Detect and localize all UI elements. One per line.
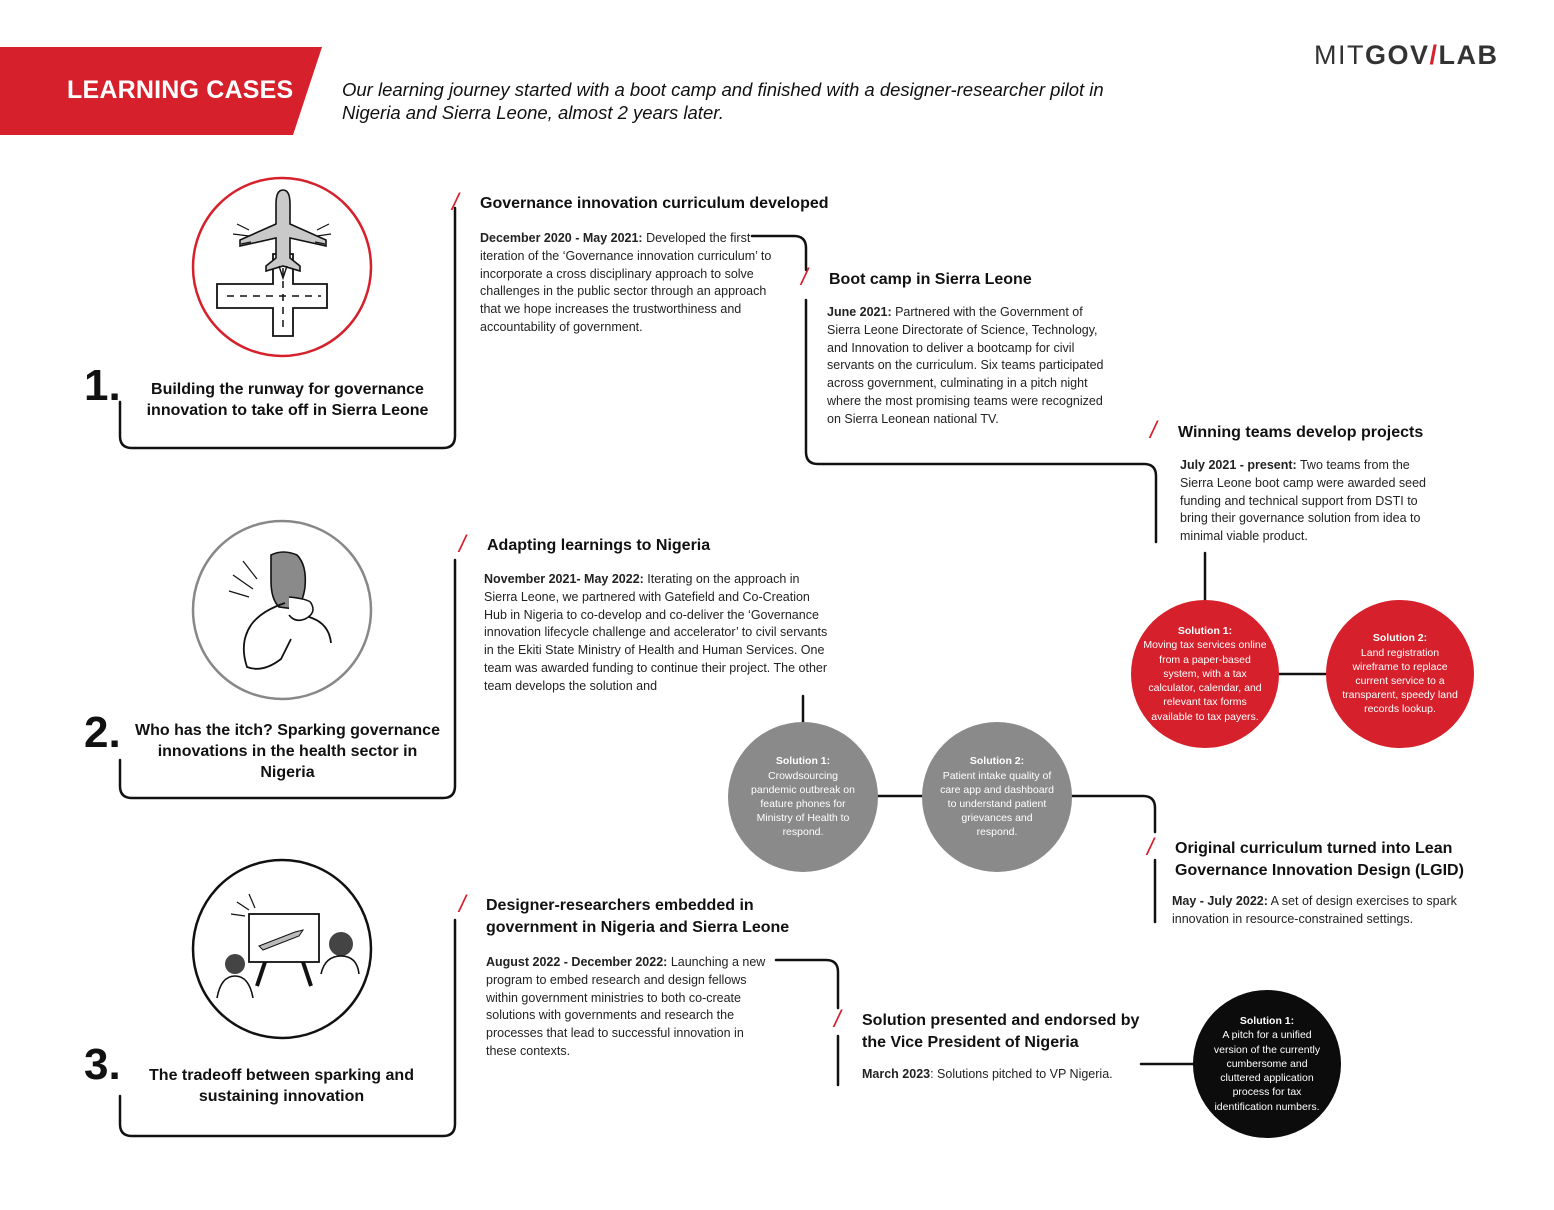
section-body-winning: July 2021 - present: Two teams from the … <box>1180 457 1442 546</box>
section-body-nigeria: November 2021- May 2022: Iterating on th… <box>484 571 834 696</box>
banner-label: LEARNING CASES <box>67 76 294 104</box>
solution-circle: Solution 2:Land registration wireframe t… <box>1326 600 1474 748</box>
section-date: June 2021: <box>827 305 892 319</box>
connector-designers-vp <box>774 958 840 1010</box>
solution-text: Crowdsourcing pandemic outbreak on featu… <box>751 769 855 839</box>
solution-text: Patient intake quality of care app and d… <box>940 769 1054 839</box>
case-title: Who has the itch? Sparking governance in… <box>135 722 440 781</box>
solution-text: A pitch for a unified version of the cur… <box>1213 1029 1321 1113</box>
case-1-bracket <box>118 206 457 450</box>
connector-curriculum-bootcamp <box>750 234 808 272</box>
section-slash-icon: / <box>1147 834 1154 861</box>
solution-text: Land registration wireframe to replace c… <box>1342 646 1458 716</box>
section-title-bootcamp: Boot camp in Sierra Leone <box>829 271 1032 288</box>
case-number: 2. <box>84 708 121 757</box>
case-3-bracket <box>118 918 457 1138</box>
section-date: December 2020 - May 2021: <box>480 231 643 245</box>
section-slash-icon: / <box>459 531 466 558</box>
section-body-lgid: May - July 2022: A set of design exercis… <box>1172 893 1472 929</box>
solution-label: Solution 1: <box>1239 1015 1295 1028</box>
section-text: Partnered with the Government of Sierra … <box>827 305 1104 426</box>
airplane-runway-icon <box>191 176 373 358</box>
solution-label: Solution 1: <box>775 755 831 768</box>
solution-label: Solution 1: <box>1177 625 1233 638</box>
mitgovlab-logo: MITGOV/LAB <box>1314 40 1499 71</box>
section-slash-icon: / <box>452 189 459 216</box>
section-text: : Solutions pitched to VP Nigeria. <box>930 1067 1113 1081</box>
section-title-nigeria: Adapting learnings to Nigeria <box>487 537 711 554</box>
section-text: A set of design exercises to spark innov… <box>1172 894 1457 926</box>
logo-mit: MIT <box>1314 40 1365 70</box>
section-title-curriculum: Governance innovation curriculum develop… <box>480 195 829 212</box>
section-title-vp: Solution presented and endorsed by the V… <box>862 1012 1140 1051</box>
case-title: Building the runway for governance innov… <box>146 381 429 419</box>
section-slash-icon: / <box>834 1006 841 1033</box>
case-number: 3. <box>84 1040 121 1089</box>
logo-gov: GOV <box>1365 40 1430 70</box>
section-body-bootcamp: June 2021: Partnered with the Government… <box>827 304 1110 429</box>
intro-text: Our learning journey started with a boot… <box>342 79 1104 123</box>
presentation-icon <box>191 858 373 1040</box>
logo-lab: LAB <box>1438 40 1499 70</box>
solution-circle: Solution 1:Moving tax services online fr… <box>1131 600 1279 748</box>
section-date: November 2021- May 2022: <box>484 572 644 586</box>
section-slash-icon: / <box>1150 417 1157 444</box>
section-body-designers: August 2022 - December 2022: Launching a… <box>486 954 774 1061</box>
solution-circle: Solution 2:Patient intake quality of car… <box>922 722 1072 872</box>
section-title-winning: Winning teams develop projects <box>1178 424 1424 441</box>
solution-label: Solution 2: <box>969 755 1025 768</box>
section-date: August 2022 - December 2022: <box>486 955 668 969</box>
solution-circle: Solution 1:A pitch for a unified version… <box>1193 990 1341 1138</box>
solution-text: Moving tax services online from a paper-… <box>1143 639 1267 723</box>
section-date: March 2023 <box>862 1067 931 1081</box>
section-banner <box>0 47 322 135</box>
section-text: Launching a new program to embed researc… <box>486 955 766 1058</box>
person-scratching-icon <box>191 519 373 701</box>
case-2-bracket <box>118 558 457 800</box>
section-slash-icon: / <box>801 264 808 291</box>
logo-slash: / <box>1429 40 1439 70</box>
section-body-curriculum: December 2020 - May 2021: Developed the … <box>480 230 772 337</box>
section-title-designers: Designer-researchers embedded in governm… <box>486 897 790 936</box>
case-number: 1. <box>84 361 121 410</box>
section-date: May - July 2022: <box>1172 894 1268 908</box>
solution-label: Solution 2: <box>1372 632 1428 645</box>
connector-ng-lgid <box>1069 794 1157 834</box>
section-date: July 2021 - present: <box>1180 458 1297 472</box>
section-title-lgid: Original curriculum turned into Lean Gov… <box>1175 840 1464 879</box>
connector-bootcamp-winning <box>804 298 1158 544</box>
section-text: Iterating on the approach in Sierra Leon… <box>484 572 828 693</box>
section-body-vp: March 2023: Solutions pitched to VP Nige… <box>862 1066 1152 1084</box>
solution-circle: Solution 1:Crowdsourcing pandemic outbre… <box>728 722 878 872</box>
case-title: The tradeoff between sparking and sustai… <box>149 1067 414 1105</box>
section-text: Two teams from the Sierra Leone boot cam… <box>1180 458 1426 544</box>
section-slash-icon: / <box>459 891 466 918</box>
section-text: Developed the first iteration of the ‘Go… <box>480 231 772 334</box>
